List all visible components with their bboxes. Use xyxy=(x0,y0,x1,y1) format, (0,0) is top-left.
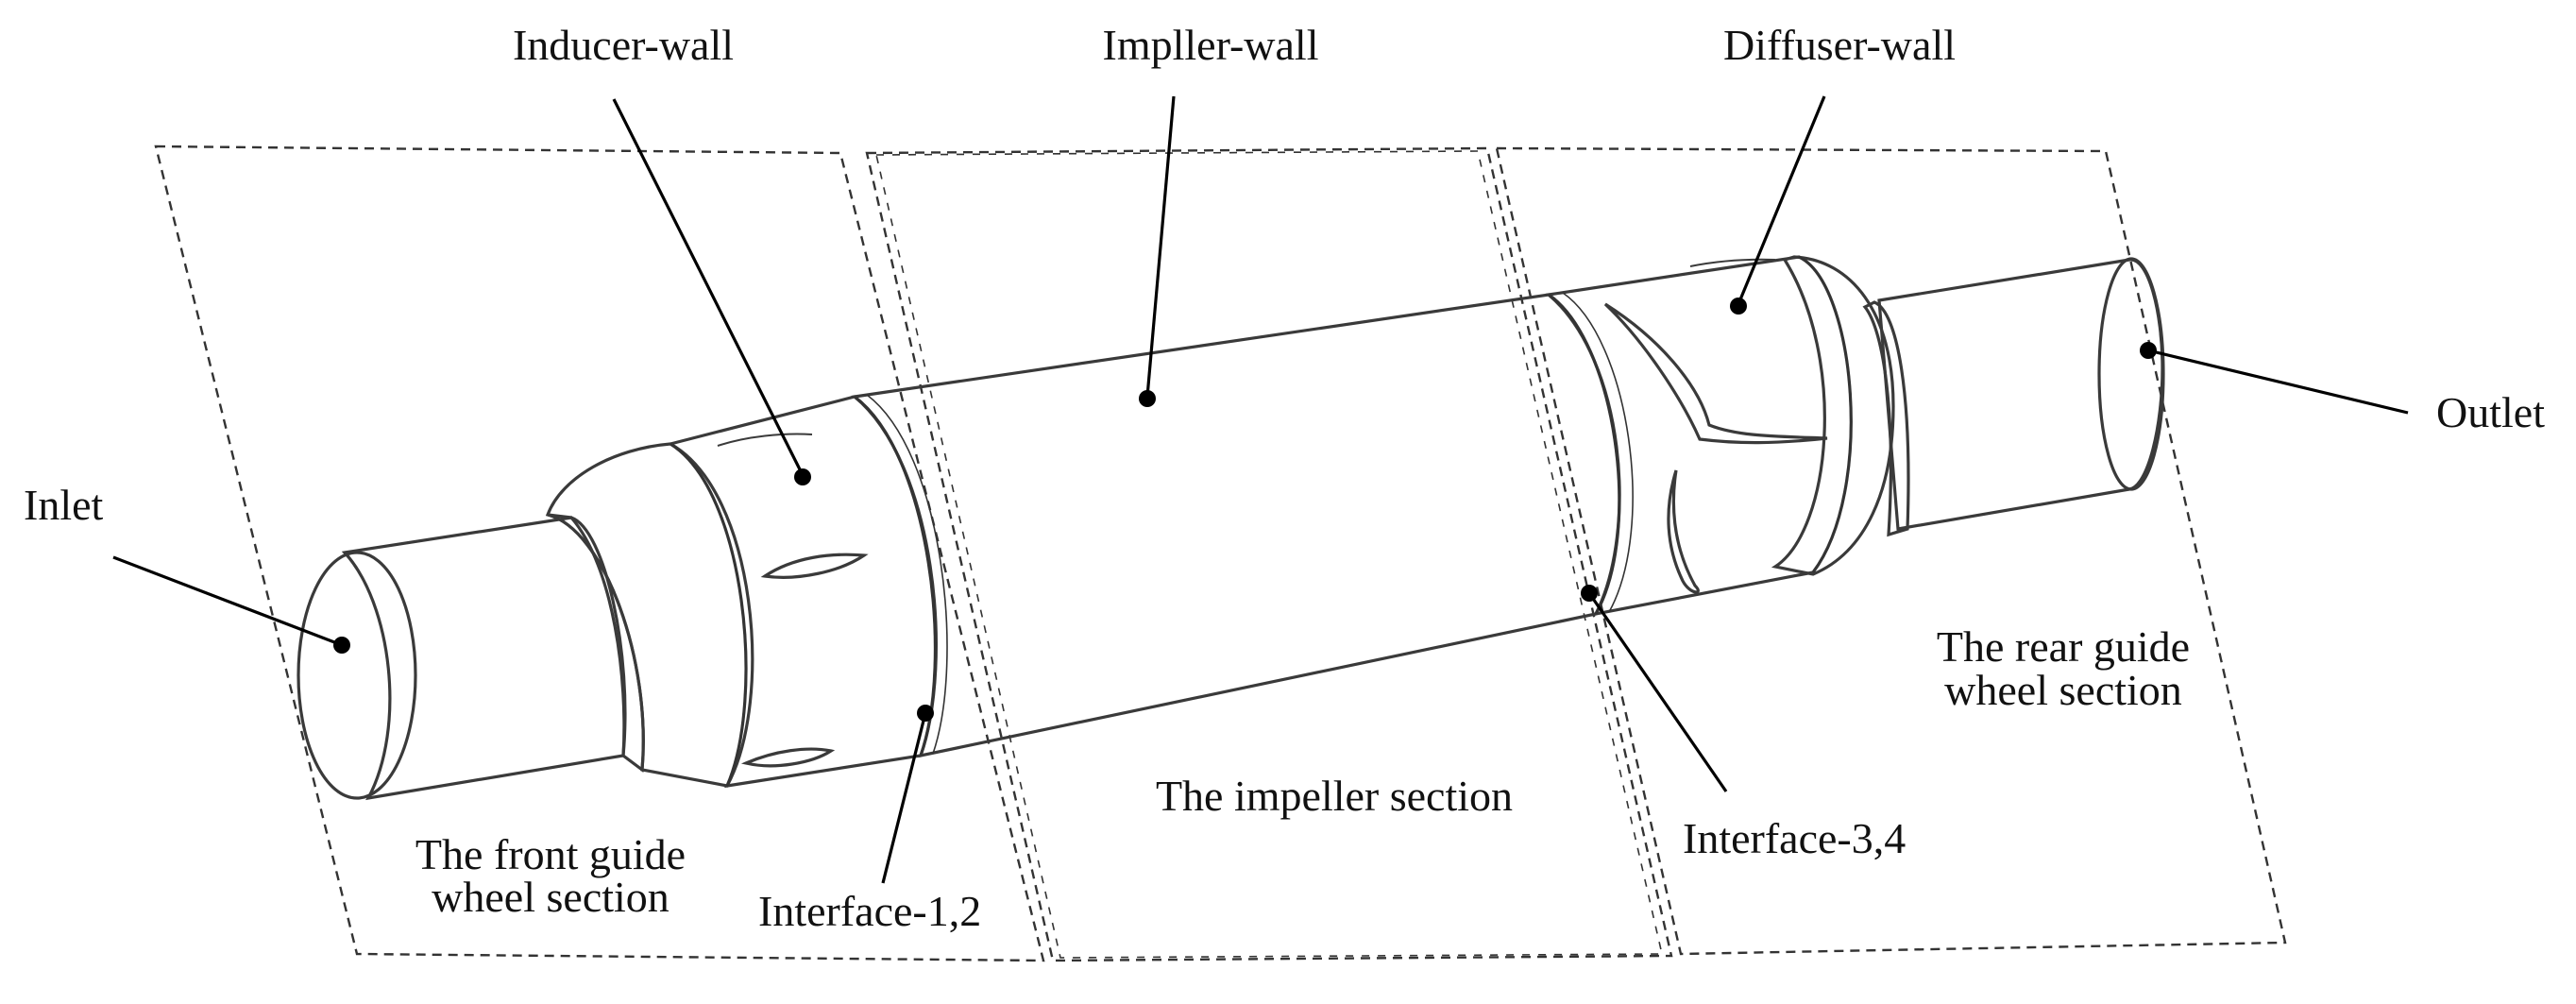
inlet-dot xyxy=(333,637,350,654)
leaders xyxy=(112,95,2409,884)
inlet-face xyxy=(297,551,417,800)
outlet-dot xyxy=(2140,342,2157,359)
inlet-pipe xyxy=(341,516,626,801)
diffuser-wall-leader xyxy=(1737,95,1826,305)
label-impeller-section: The impeller section xyxy=(1156,772,1513,820)
inducer-wall-leader xyxy=(612,98,805,476)
label-diffuser-wall: Diffuser-wall xyxy=(1723,21,1956,69)
interface-34-dot xyxy=(1581,585,1598,602)
rear-section-frame xyxy=(1495,146,2287,956)
outlet-pipe xyxy=(1877,258,2164,531)
impeller-wall-dot xyxy=(1139,390,1156,407)
outlet-leader xyxy=(2147,349,2409,415)
label-interface-12: Interface-1,2 xyxy=(758,887,981,935)
front-section-frame xyxy=(154,145,1045,962)
impeller-cylinder xyxy=(851,293,1621,758)
label-rear-section-line2: wheel section xyxy=(1944,666,2182,714)
interface-34-leader xyxy=(1587,592,1728,792)
impeller-wall-leader xyxy=(1145,95,1176,398)
pump-body xyxy=(297,255,2165,801)
interface-34-seam xyxy=(1548,293,1621,615)
label-rear-section-line1: The rear guide xyxy=(1937,622,2190,671)
interface-12-dot xyxy=(917,705,934,722)
diffuser-blade-slot xyxy=(1689,258,1776,267)
inducer-blade-slot xyxy=(740,747,836,768)
label-outlet: Outlet xyxy=(2436,388,2545,436)
inducer-blade-slot xyxy=(717,433,813,447)
interface-34-seam-2 xyxy=(1562,292,1634,613)
inducer-wall-dot xyxy=(794,468,811,485)
inducer-front-seam xyxy=(669,442,748,787)
rear-dome xyxy=(1771,255,1895,576)
inducer-blade-slot xyxy=(760,553,869,579)
inducer-band xyxy=(666,395,938,789)
rear-collar xyxy=(1862,300,1910,537)
interface-12-seam xyxy=(854,395,937,757)
inlet-leader xyxy=(112,555,343,647)
diffuser-rear-seam xyxy=(1798,255,1853,573)
diffuser-wall-dot xyxy=(1730,298,1747,315)
label-front-section-line2: wheel section xyxy=(432,873,669,921)
interface-12-leader xyxy=(881,712,927,884)
section-frames xyxy=(154,145,2287,962)
labels: Inducer-wall Impller-wall Diffuser-wall … xyxy=(24,21,2545,935)
label-inducer-wall: Inducer-wall xyxy=(513,21,734,69)
label-interface-34: Interface-3,4 xyxy=(1683,814,1906,862)
diffuser-band xyxy=(1545,255,1853,617)
diffuser-blade-slot xyxy=(1667,469,1700,594)
diffuser-blade-slot xyxy=(1603,302,1828,445)
interface-12-seam-2 xyxy=(866,394,948,755)
impeller-section-frame-inner xyxy=(874,150,1664,959)
label-inlet: Inlet xyxy=(24,481,104,529)
front-collar xyxy=(547,513,645,774)
impeller-section-frame xyxy=(865,146,1673,962)
label-front-section-line1: The front guide xyxy=(415,830,686,878)
outlet-face xyxy=(2097,257,2165,491)
label-impeller-wall: Impller-wall xyxy=(1103,21,1319,69)
